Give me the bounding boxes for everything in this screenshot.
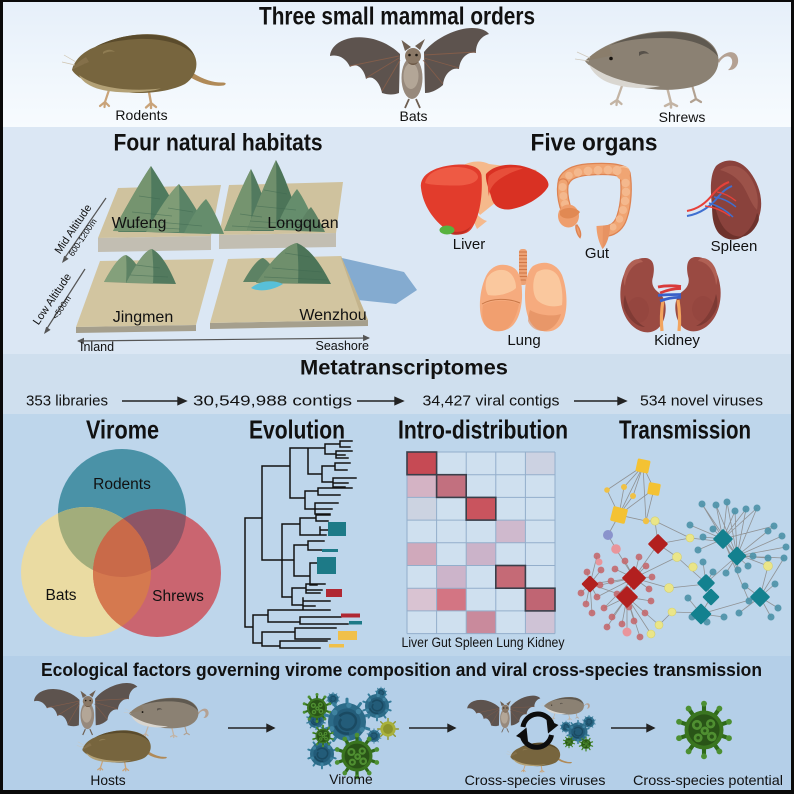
- svg-text:Evolution: Evolution: [249, 415, 345, 445]
- svg-text:Intro-distribution: Intro-distribution: [398, 415, 568, 445]
- svg-text:Rodents: Rodents: [93, 476, 151, 493]
- svg-text:30,549,988 contigs: 30,549,988 contigs: [193, 394, 352, 410]
- svg-text:Four natural habitats: Four natural habitats: [114, 130, 323, 157]
- svg-text:Kidney: Kidney: [654, 332, 700, 349]
- svg-text:Lung: Lung: [507, 332, 540, 349]
- svg-text:34,427 viral contigs: 34,427 viral contigs: [423, 394, 560, 410]
- svg-text:Rodents: Rodents: [115, 107, 167, 123]
- svg-text:Bats: Bats: [45, 587, 76, 604]
- svg-text:Virome: Virome: [86, 415, 159, 445]
- svg-text:Virome: Virome: [329, 772, 373, 787]
- svg-text:Seashore: Seashore: [315, 339, 369, 353]
- svg-text:353 libraries: 353 libraries: [26, 394, 108, 410]
- svg-text:Ecological factors governing v: Ecological factors governing virome comp…: [41, 660, 762, 680]
- svg-text:Liver: Liver: [453, 236, 486, 253]
- svg-text:Liver Gut Spleen Lung Kidney: Liver Gut Spleen Lung Kidney: [402, 635, 565, 650]
- svg-text:534 novel viruses: 534 novel viruses: [640, 394, 763, 410]
- svg-text:Five organs: Five organs: [531, 130, 658, 157]
- svg-text:Transmission: Transmission: [619, 415, 751, 445]
- svg-text:Gut: Gut: [585, 245, 610, 262]
- svg-text:Metatranscriptomes: Metatranscriptomes: [300, 356, 508, 380]
- svg-text:Jingmen: Jingmen: [113, 309, 173, 326]
- svg-text:Shrews: Shrews: [659, 109, 706, 125]
- svg-text:Cross-species viruses: Cross-species viruses: [465, 773, 606, 788]
- svg-text:Hosts: Hosts: [90, 773, 125, 788]
- svg-text:Bats: Bats: [399, 108, 427, 124]
- svg-text:Longquan: Longquan: [267, 215, 338, 232]
- svg-text:Wenzhou: Wenzhou: [299, 307, 366, 324]
- svg-text:Wufeng: Wufeng: [112, 215, 167, 232]
- svg-text:Cross-species potential: Cross-species potential: [633, 773, 783, 788]
- svg-text:Shrews: Shrews: [152, 588, 204, 605]
- svg-text:Inland: Inland: [80, 340, 114, 354]
- svg-text:Three small mammal orders: Three small mammal orders: [259, 3, 535, 31]
- svg-text:Spleen: Spleen: [711, 238, 758, 255]
